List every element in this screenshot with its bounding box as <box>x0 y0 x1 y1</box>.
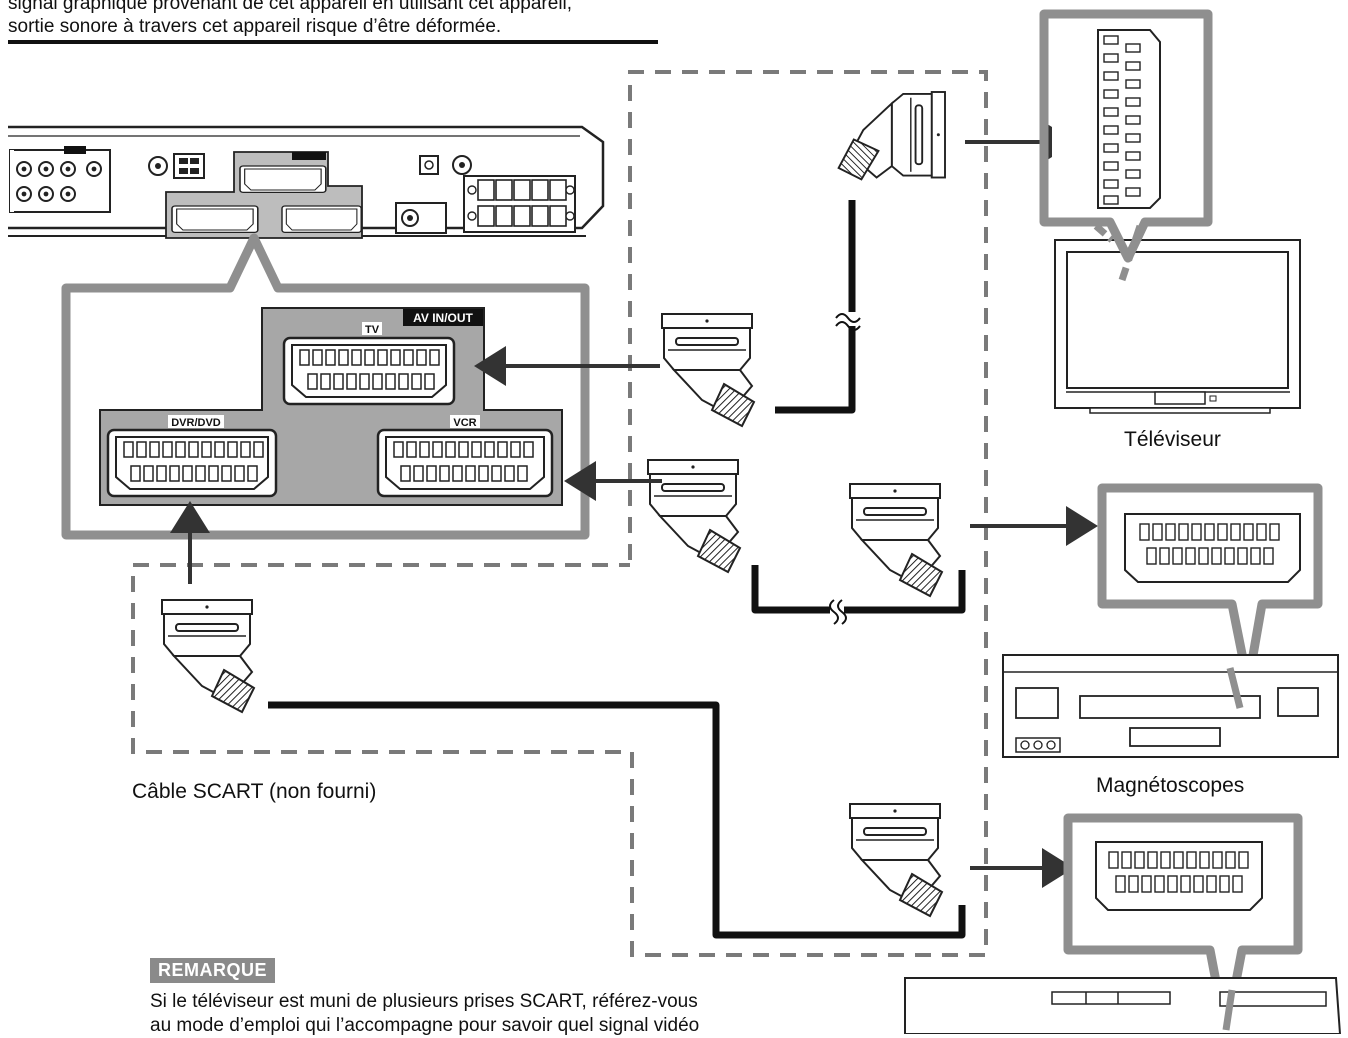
av-panel-callout: AV IN/OUT TV DVR/DVD VCR <box>61 233 590 540</box>
intro-line-1: signal graphique provenant de cet appare… <box>8 0 573 14</box>
note-line-1: Si le téléviseur est muni de plusieurs p… <box>150 991 698 1012</box>
scart-plug-unit-tv <box>661 313 755 427</box>
intro-text: signal graphique provenant de cet appare… <box>8 0 572 38</box>
vcr-caption: Magnétoscopes <box>1096 774 1245 797</box>
dvr-dvd-socket <box>106 428 278 498</box>
tv-device <box>1039 9 1301 414</box>
tv-caption: Téléviseur <box>1124 428 1221 451</box>
cable-break-marks <box>829 312 864 626</box>
tv-socket <box>282 336 456 406</box>
scart-plug-vcr-end <box>849 483 943 597</box>
scart-cables <box>268 200 966 939</box>
vcr-label: VCR <box>453 417 476 429</box>
cable-caption: Câble SCART (non fourni) <box>132 780 377 803</box>
vcr-socket <box>376 428 554 498</box>
section-rule <box>8 40 658 44</box>
scart-plug-dvr-end <box>849 803 943 917</box>
scart-plug-unit-dvr <box>161 599 255 713</box>
dvr-dvd-label: DVR/DVD <box>171 417 221 429</box>
unit-back-panel <box>8 125 605 239</box>
scart-plug-tv-end <box>837 91 946 181</box>
tv-label: TV <box>365 324 380 336</box>
note-badge: REMARQUE <box>150 958 276 983</box>
scart-plug-unit-vcr <box>647 459 741 573</box>
cable-dashed-boundary <box>131 70 988 957</box>
intro-line-2: sortie sonore à travers cet appareil ris… <box>8 16 502 37</box>
av-in-out-label: AV IN/OUT <box>413 311 473 325</box>
dvd-recorder-device <box>904 813 1342 1034</box>
vcr-device <box>1002 483 1339 758</box>
note-text: Si le téléviseur est muni de plusieurs p… <box>150 990 699 1038</box>
vcr-socket-detail <box>1124 513 1301 583</box>
note-line-2: au mode d’emploi qui l’accompagne pour s… <box>150 1015 700 1036</box>
